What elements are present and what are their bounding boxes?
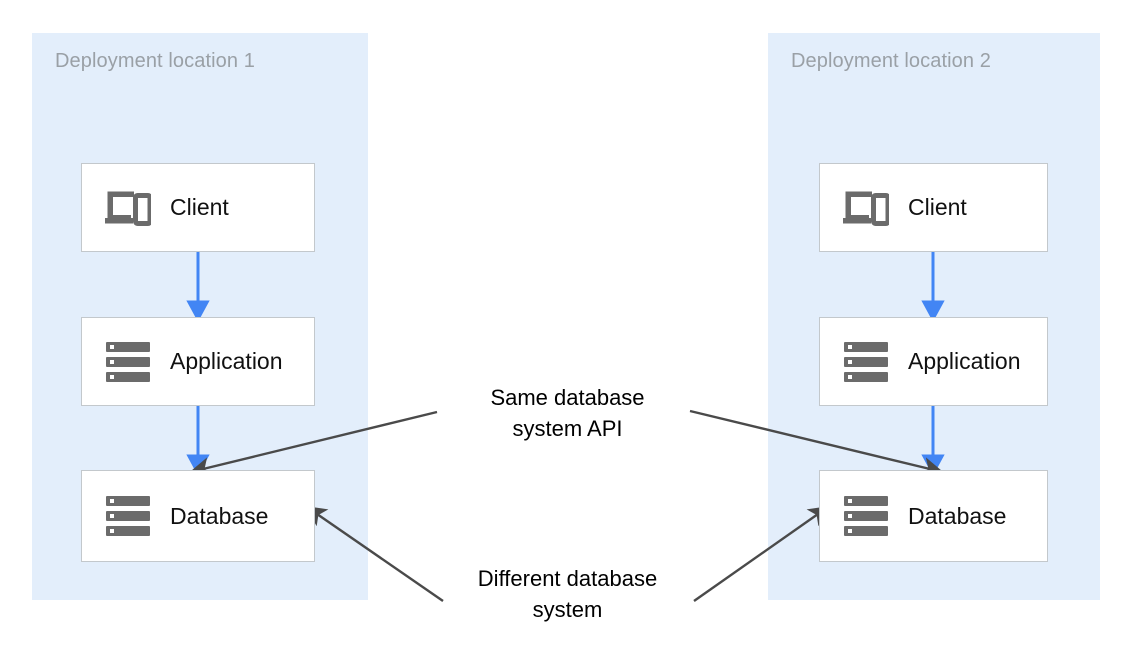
server-icon bbox=[838, 341, 894, 382]
server-bar bbox=[106, 496, 150, 506]
deployment-location-2-label: Deployment location 2 bbox=[791, 50, 991, 72]
annotation-same-database-system-api: Same database system API bbox=[445, 382, 690, 444]
node-client-1[interactable]: Client bbox=[81, 163, 315, 252]
node-client-2-label: Client bbox=[908, 194, 967, 220]
node-client-1-label: Client bbox=[170, 194, 229, 220]
deployment-location-1-label: Deployment location 1 bbox=[55, 50, 255, 72]
server-bar bbox=[106, 511, 150, 521]
server-bar bbox=[106, 526, 150, 536]
server-bar bbox=[106, 371, 150, 382]
node-database-1[interactable]: Database bbox=[81, 470, 315, 562]
annotation-different-line-2: system bbox=[532, 597, 603, 622]
annotation-different-line-1: Different database bbox=[477, 566, 658, 591]
server-bar bbox=[844, 511, 888, 521]
server-bar bbox=[844, 371, 888, 382]
devices-icon bbox=[838, 189, 894, 227]
node-application-2-label: Application bbox=[908, 348, 1021, 374]
server-bar bbox=[844, 341, 888, 352]
server-bar bbox=[106, 356, 150, 367]
devices-icon bbox=[100, 189, 156, 227]
annotation-same-line-2: system API bbox=[512, 416, 623, 441]
node-client-2[interactable]: Client bbox=[819, 163, 1048, 252]
server-icon bbox=[838, 496, 894, 536]
node-application-2[interactable]: Application bbox=[819, 317, 1048, 406]
server-bar bbox=[844, 526, 888, 536]
node-application-1-label: Application bbox=[170, 348, 283, 374]
server-icon bbox=[100, 496, 156, 536]
annotation-different-database-system: Different database system bbox=[435, 563, 700, 625]
node-database-2[interactable]: Database bbox=[819, 470, 1048, 562]
node-database-2-label: Database bbox=[908, 502, 1007, 529]
server-icon bbox=[100, 341, 156, 382]
server-bar bbox=[106, 341, 150, 352]
node-database-1-label: Database bbox=[170, 502, 269, 529]
annotation-same-line-1: Same database bbox=[490, 385, 645, 410]
server-bar bbox=[844, 356, 888, 367]
server-bar bbox=[844, 496, 888, 506]
node-application-1[interactable]: Application bbox=[81, 317, 315, 406]
